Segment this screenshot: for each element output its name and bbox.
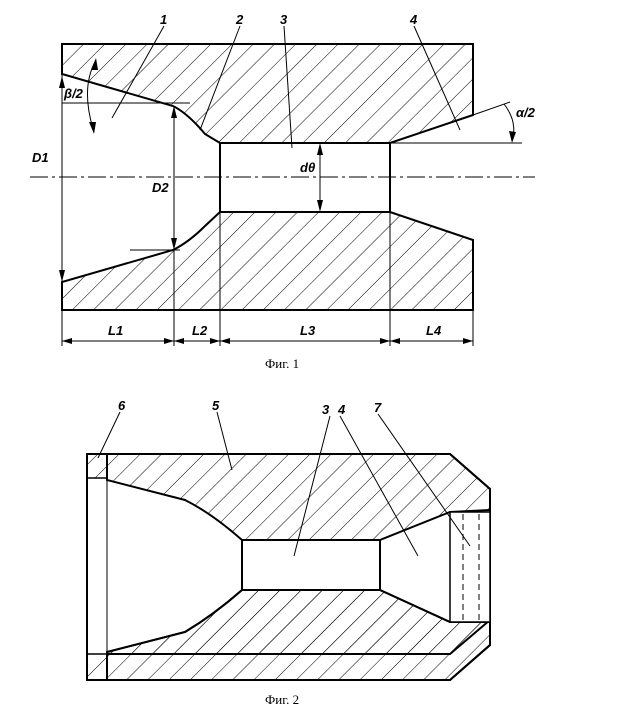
fig1-dim-l4: L4 <box>426 323 442 338</box>
figure-2: 6 5 3 4 7 Фиг. 2 <box>86 398 491 707</box>
fig1-angle-alpha: α/2 <box>516 105 536 120</box>
fig2-leader-3 <box>293 415 331 557</box>
fig2-body-upper <box>106 453 491 541</box>
fig2-leader-6 <box>97 411 121 459</box>
fig2-caption: Фиг. 2 <box>265 692 299 707</box>
fig2-label-5: 5 <box>212 398 220 413</box>
fig1-label-3: 3 <box>280 12 288 27</box>
fig1-body-upper <box>61 43 474 144</box>
fig1-dim-l1: L1 <box>108 323 123 338</box>
fig2-ring-bottom <box>86 653 108 681</box>
fig1-l4-arrow-b <box>463 338 473 344</box>
fig2-leader-4 <box>339 415 419 557</box>
fig1-dim-d2: D2 <box>152 180 169 195</box>
fig2-leader-7 <box>377 413 471 547</box>
fig2-label-3: 3 <box>322 402 330 417</box>
fig1-beta-arrow-bottom <box>89 122 96 134</box>
fig1-leader-3 <box>283 25 293 149</box>
fig2-outlet-sleeve <box>449 511 491 623</box>
fig2-leader-5 <box>216 411 233 471</box>
fig2-ring-top <box>86 453 108 479</box>
fig1-dim-l3: L3 <box>300 323 316 338</box>
fig1-d2-arrow-top <box>171 106 177 118</box>
fig1-leader-1 <box>111 25 165 119</box>
fig1-label-1: 1 <box>160 12 167 27</box>
fig1-leader-4 <box>413 25 461 131</box>
fig1-d1-arrow-bottom <box>59 270 65 282</box>
fig1-l3-arrow-a <box>220 338 230 344</box>
fig1-l1-arrow-b <box>164 338 174 344</box>
fig1-caption: Фиг. 1 <box>265 356 299 371</box>
fig1-dim-d1: D1 <box>32 150 49 165</box>
fig1-body-lower <box>61 211 474 311</box>
fig1-l1-arrow-a <box>62 338 72 344</box>
fig2-label-7: 7 <box>374 400 382 415</box>
fig1-leader-2 <box>199 25 241 131</box>
fig1-l3-arrow-b <box>380 338 390 344</box>
fig1-beta-arrow-top <box>91 58 98 70</box>
fig2-throat <box>241 539 381 591</box>
fig1-d0-arrow-top <box>317 143 323 155</box>
figure-1: D1 D2 dθ β/2 α/2 <box>30 12 536 371</box>
fig1-alpha-arrow <box>509 131 516 143</box>
fig1-label-2: 2 <box>235 12 244 27</box>
fig1-angle-beta: β/2 <box>63 86 84 101</box>
fig2-lower-fill-fix <box>106 589 491 681</box>
fig1-d0-arrow-bottom <box>317 200 323 212</box>
fig1-dim-d0: dθ <box>300 160 315 175</box>
fig2-label-6: 6 <box>118 398 126 413</box>
fig1-d2-arrow-bottom <box>171 238 177 250</box>
fig1-dim-l2: L2 <box>192 323 208 338</box>
fig1-l2-arrow-b <box>210 338 220 344</box>
fig1-l4-arrow-a <box>390 338 400 344</box>
fig2-label-4: 4 <box>337 402 346 417</box>
fig1-l2-arrow-a <box>174 338 184 344</box>
fig1-d1-arrow-top <box>59 76 65 88</box>
fig1-label-4: 4 <box>409 12 418 27</box>
